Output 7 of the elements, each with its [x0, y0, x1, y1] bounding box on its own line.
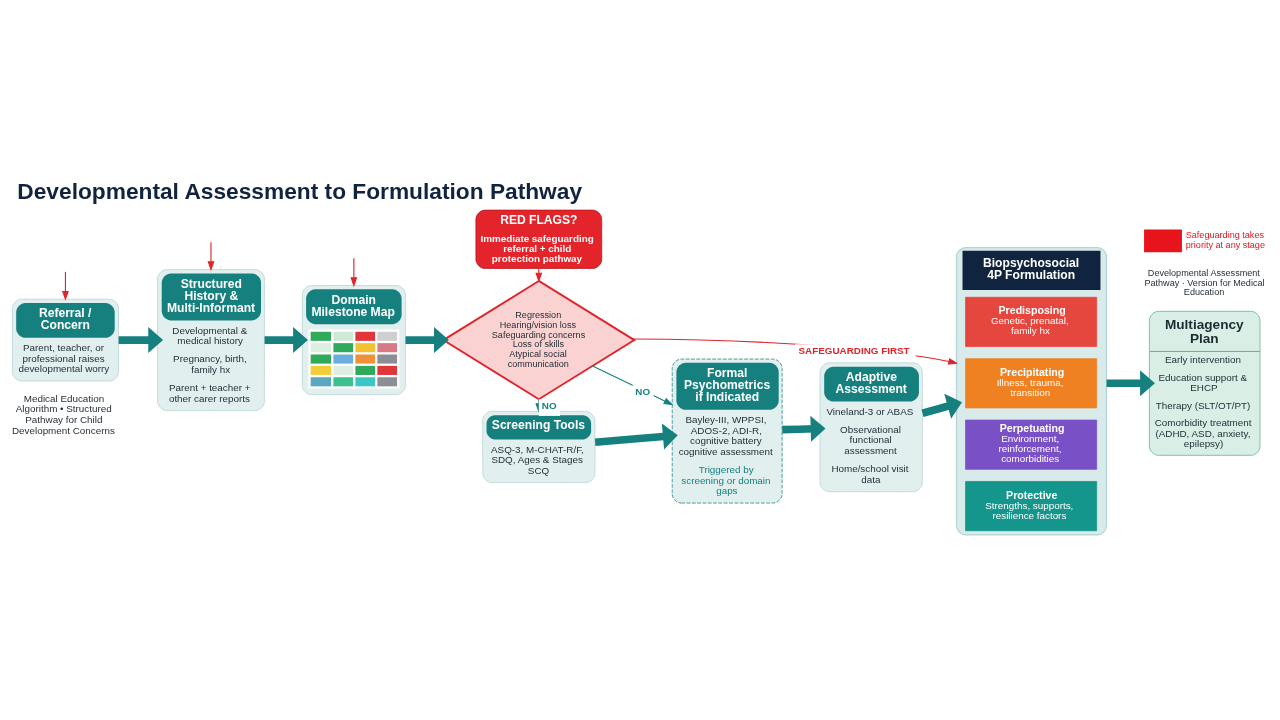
legend-label: Safeguarding takes priority at any stage — [1185, 230, 1265, 251]
edge-label: NO — [541, 400, 557, 412]
label: Medical Education Algorithm • Structured Pathway for Child Development Concerns — [12, 392, 115, 436]
edge-label: NO — [635, 386, 651, 398]
edge-label: SAFEGUARDING FIRST — [798, 345, 910, 357]
diagram-title: Developmental Assessment to Formulation Pathway — [17, 178, 583, 205]
label: Developmental Assessment Pathway · Version for Medical Education — [1144, 267, 1265, 298]
